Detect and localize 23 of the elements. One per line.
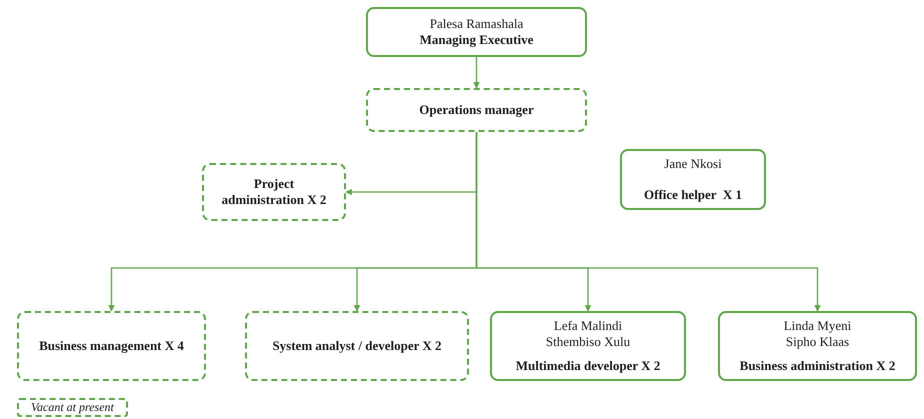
role-box: [490, 311, 686, 381]
role-box: [366, 7, 587, 57]
role-box: [620, 149, 766, 210]
role-title: Office helper X 1: [644, 187, 742, 203]
role-title: Operations manager: [419, 102, 534, 118]
role-title: Business administration X 2: [740, 358, 896, 374]
role-title: Project administration X 2: [220, 176, 328, 208]
connector-arrow: [476, 132, 821, 312]
person-name: Linda Myeni Sipho Klaas: [782, 318, 852, 350]
role-title: Multimedia developer X 2: [516, 358, 660, 374]
role-title: System analyst / developer X 2: [272, 338, 442, 354]
person-name: Lefa Malindi Sthembiso Xulu: [544, 318, 632, 350]
role-title: Managing Executive: [420, 32, 534, 48]
connector-arrow: [473, 57, 480, 89]
role-box: [245, 311, 469, 381]
legend-text: Vacant at present: [31, 400, 114, 415]
role-box: [17, 311, 206, 381]
person-name: Palesa Ramashala: [430, 16, 524, 32]
role-box: [718, 311, 917, 381]
role-box: [202, 163, 346, 221]
role-box: [366, 88, 587, 132]
role-title: Business management X 4: [39, 338, 184, 354]
person-name: Jane Nkosi: [664, 156, 722, 172]
